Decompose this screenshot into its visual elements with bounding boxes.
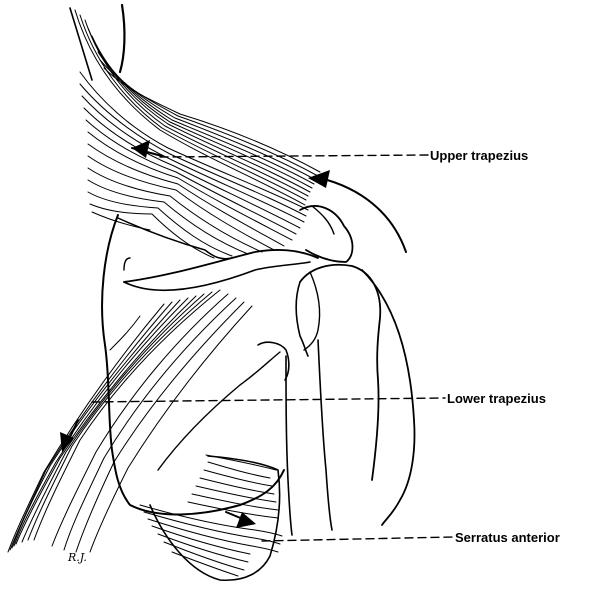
supraspinous-notch <box>123 257 131 271</box>
neck-contour <box>118 3 126 74</box>
humeral-head <box>299 263 382 481</box>
label-upper-trapezius: Upper trapezius <box>430 148 529 163</box>
clavicle-end <box>311 205 335 235</box>
scapula-outline <box>101 214 285 516</box>
leader-lower-trapezius <box>91 397 446 403</box>
label-serratus-anterior: Serratus anterior <box>455 530 560 545</box>
scapula-spine <box>123 249 319 283</box>
leader-upper-trapezius <box>159 154 429 158</box>
supraspinous-fossa <box>117 217 233 260</box>
leader-serratus-anterior <box>261 536 454 542</box>
lateral-arm-contour <box>361 269 416 526</box>
humeral-neck <box>295 281 309 357</box>
neck-contour-left <box>69 7 93 81</box>
glenoid-rim <box>257 341 290 381</box>
artist-signature: R.J. <box>68 551 87 564</box>
rotation-arrowhead <box>308 170 330 188</box>
humeral-shaft-inner <box>317 339 333 531</box>
upper-trapezius-fibers <box>74 9 321 259</box>
label-lower-trapezius: Lower trapezius <box>447 391 546 406</box>
humeral-shaft-left <box>285 355 293 536</box>
serratus-anterior-outline <box>149 455 281 581</box>
rotation-arc <box>319 177 407 253</box>
greater-tubercle <box>303 271 321 351</box>
scapula-spine-lower <box>123 261 311 292</box>
serratus-anterior-fibers <box>139 454 283 577</box>
acromion <box>299 205 354 263</box>
infraspinatus-edge <box>157 351 281 471</box>
lower-trapezius-fibers <box>7 289 253 553</box>
